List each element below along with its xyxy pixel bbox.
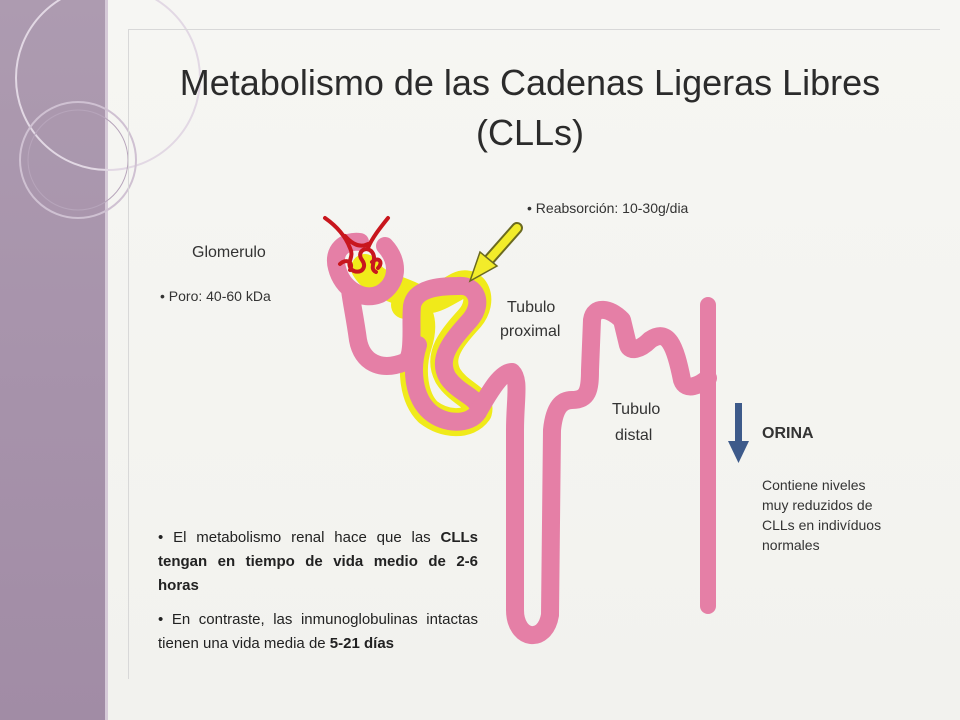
sidebar-edge [105,0,108,720]
label-glomerulo: Glomerulo [192,244,266,261]
loop-of-henle [469,300,717,644]
top-rule [128,29,940,30]
nephron-tubule [326,232,488,431]
deco-circle-small [19,101,137,219]
label-tubulo-distal-2: distal [615,427,653,444]
note1-bold: CLLs tengan en tiempo de vida medio de 2… [158,529,478,594]
label-tubulo-proximal-2: proximal [500,323,561,340]
label-tubulo-proximal-1: Tubulo [507,299,556,316]
label-poro: • Poro: 40-60 kDa [160,288,271,304]
glomerulus-capillaries [323,216,390,274]
note1-text: • El metabolismo renal hace que las [158,529,441,546]
note-contraste: • En contraste, las inmunoglobulinas int… [158,608,478,656]
urine-arrow [728,403,749,463]
label-orina: ORINA [762,425,814,442]
label-tubulo-distal-1: Tubulo [612,401,661,418]
note2-text: • En contraste, las inmunoglobulinas int… [158,611,478,652]
slide-background [108,0,960,720]
reabsorption-arrow [468,222,523,283]
title-line-2: (CLLs) [475,112,585,153]
label-orina-desc-4: normales [762,537,820,553]
left-rule [128,29,129,679]
label-orina-desc-3: CLLs en indivíduos [762,517,882,533]
sidebar-panel [0,0,105,720]
note2-bold: 5-21 días [329,635,395,652]
page-title: Metabolismo de las Cadenas Ligeras Libre… [150,58,910,158]
label-reabsorcion: • Reabsorción: 10-30g/dia [527,200,689,216]
label-orina-desc-1: Contiene niveles [762,477,866,493]
deco-circle-large [15,0,201,171]
label-orina-desc-2: muy reduzidos de [762,497,873,513]
note-metabolismo: • El metabolismo renal hace que las CLLs… [158,526,478,598]
title-line-1: Metabolismo de las Cadenas Ligeras Libre… [179,62,881,103]
